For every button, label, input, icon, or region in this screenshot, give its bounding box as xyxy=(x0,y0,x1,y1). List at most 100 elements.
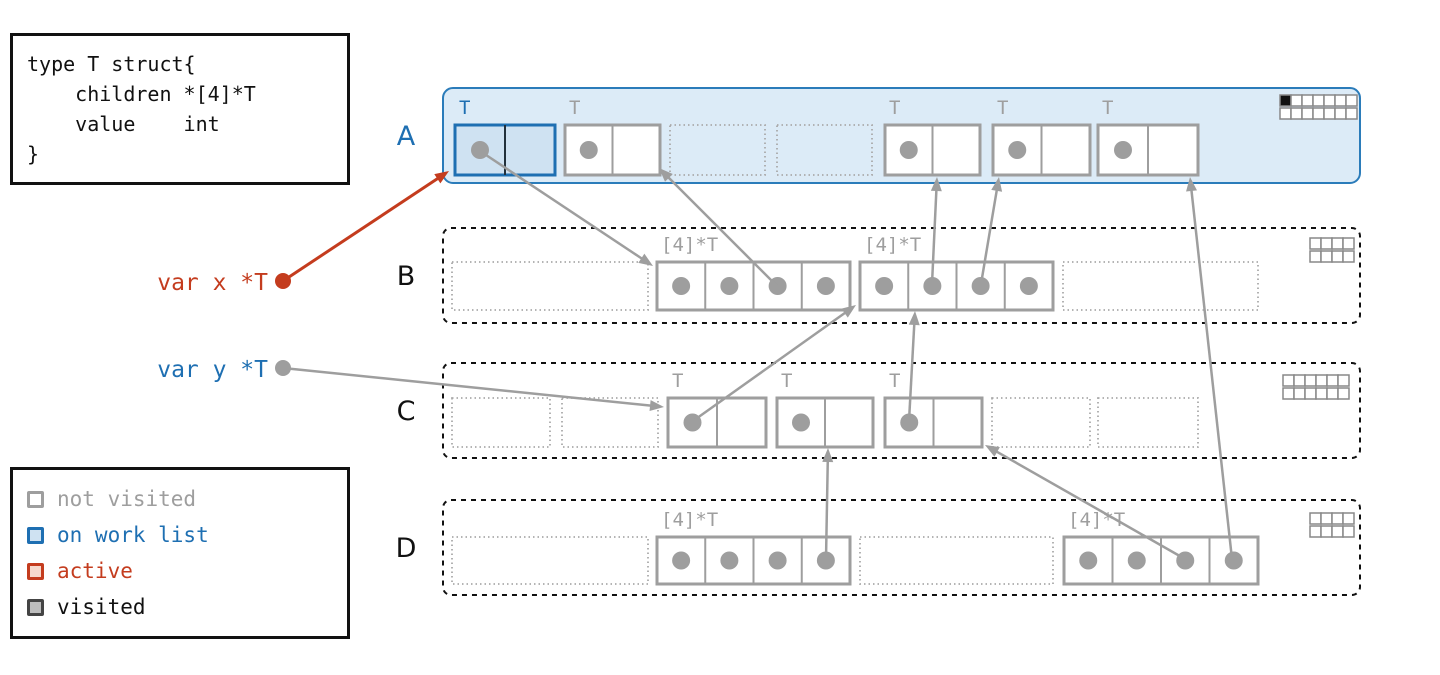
bitmap-bit xyxy=(1320,237,1333,250)
legend-label: active xyxy=(57,559,133,583)
var-x-to-A-obj1-arrow xyxy=(282,171,449,283)
object-type-label: [4]*T xyxy=(661,509,718,531)
visited-swatch-icon xyxy=(27,598,44,616)
object-type-label: [4]*T xyxy=(864,234,921,256)
object-type-label: T xyxy=(997,97,1008,119)
pointer-field-dot xyxy=(1224,551,1243,570)
bitmap-bit xyxy=(1304,374,1317,387)
arrow-head xyxy=(908,311,920,326)
span-D: D[4]*T[4]*T xyxy=(396,499,1361,596)
bitmap-bit xyxy=(1301,107,1314,120)
bitmap-bit xyxy=(1337,374,1350,387)
C-obj1-to-B-array2-arrow xyxy=(692,305,856,423)
object-type-label: T xyxy=(889,97,900,119)
bitmap-bit xyxy=(1293,387,1306,400)
bitmap-bit xyxy=(1331,250,1344,263)
free-slot xyxy=(1097,397,1199,448)
arrow-head xyxy=(638,253,653,266)
bitmap-bit xyxy=(1282,374,1295,387)
bitmap-bit xyxy=(1309,250,1322,263)
var-y-pointer: var y *T xyxy=(157,357,291,383)
heap-object: T xyxy=(1096,97,1200,177)
object-type-label: [4]*T xyxy=(1068,509,1125,531)
bitmap-bit xyxy=(1320,525,1333,538)
legend-label: on work list xyxy=(57,523,209,547)
pointer-field-dot xyxy=(816,277,835,295)
heap-object: T xyxy=(883,97,982,177)
D-array2-cell3-to-C-obj3-arrow xyxy=(985,445,1186,561)
pointer-field-dot xyxy=(579,141,598,159)
mark-bitmap-icon xyxy=(1282,374,1350,400)
free-slot xyxy=(451,261,649,311)
array-object: [4]*T xyxy=(858,234,1055,312)
var-x-dot xyxy=(275,273,291,289)
pointer-field-dot xyxy=(768,551,787,570)
code-line: } xyxy=(27,142,40,166)
object-type-label: T xyxy=(569,97,580,119)
bitmap-bit xyxy=(1309,237,1322,250)
arrow-head xyxy=(434,171,449,184)
free-slot xyxy=(561,397,659,448)
bitmap-bit xyxy=(1331,512,1344,525)
pointer-field-dot xyxy=(971,277,990,295)
pointer-field-dot xyxy=(720,277,739,295)
pointer-field-dot xyxy=(899,141,918,159)
heap-object: T xyxy=(775,370,875,449)
not-visited-swatch-icon xyxy=(27,490,44,508)
bitmap-bit xyxy=(1279,107,1292,120)
span-B: B [4]*T [4]*T xyxy=(397,227,1361,324)
arrow-line xyxy=(979,188,999,285)
bitmap-bit xyxy=(1293,374,1306,387)
D-array1-cell4-to-C-obj2-arrow xyxy=(822,448,834,560)
bitmap-bit xyxy=(1320,250,1333,263)
bitmap-bit xyxy=(1331,525,1344,538)
object-type-label: T xyxy=(781,370,792,392)
var-y-to-C-obj1-arrow xyxy=(282,366,664,412)
arrow-head xyxy=(649,400,664,412)
bitmap-bit xyxy=(1334,94,1347,107)
object-type-label: T xyxy=(1102,97,1113,119)
arrow-head xyxy=(822,448,834,463)
heap-object: T xyxy=(883,370,984,449)
pointer-field-dot xyxy=(672,277,691,295)
pointer-field-dot xyxy=(900,413,919,432)
bitmap-bit xyxy=(1342,525,1355,538)
var-x-pointer: var x *T xyxy=(157,270,291,296)
legend-label: not visited xyxy=(57,487,197,511)
bitmap-bit xyxy=(1315,387,1328,400)
pointer-field-dot xyxy=(923,277,942,295)
active-swatch-icon xyxy=(27,562,44,580)
B-array2-cell3-to-A-obj6-arrow xyxy=(979,177,1003,285)
legend-item-not-visited: not visited xyxy=(27,481,333,517)
var-y-label: var y *T xyxy=(157,357,268,383)
code-line: children *[4]*T xyxy=(27,82,256,106)
free-slot xyxy=(991,397,1091,448)
B-array1-cell3-to-A-obj2-arrow xyxy=(659,168,778,287)
bitmap-bit xyxy=(1290,94,1303,107)
C-obj3-to-B-array2-cell1-arrow xyxy=(907,311,920,422)
bitmap-bit xyxy=(1309,512,1322,525)
bitmap-bit xyxy=(1323,94,1336,107)
bitmap-bit xyxy=(1279,94,1292,107)
bitmap-bit xyxy=(1326,374,1339,387)
array-object: [4]*T xyxy=(655,234,852,312)
bitmap-bit xyxy=(1309,525,1322,538)
bitmap-bit xyxy=(1312,94,1325,107)
code-line: value int xyxy=(27,112,220,136)
mark-bitmap-icon xyxy=(1309,512,1355,538)
arrow-line xyxy=(479,149,644,261)
bitmap-bit xyxy=(1320,512,1333,525)
type-definition-box: type T struct{ children *[4]*T value int… xyxy=(10,33,350,185)
free-slot xyxy=(859,536,1054,585)
arrow-line xyxy=(907,322,916,422)
arrow-line xyxy=(666,175,778,287)
bitmap-bit xyxy=(1312,107,1325,120)
on-work-list-swatch-icon xyxy=(27,526,44,544)
span-B-label: B xyxy=(397,261,416,292)
bitmap-bit xyxy=(1290,107,1303,120)
pointer-field-dot xyxy=(875,277,894,295)
arrow-line xyxy=(282,366,653,408)
arrow-line xyxy=(282,176,440,283)
